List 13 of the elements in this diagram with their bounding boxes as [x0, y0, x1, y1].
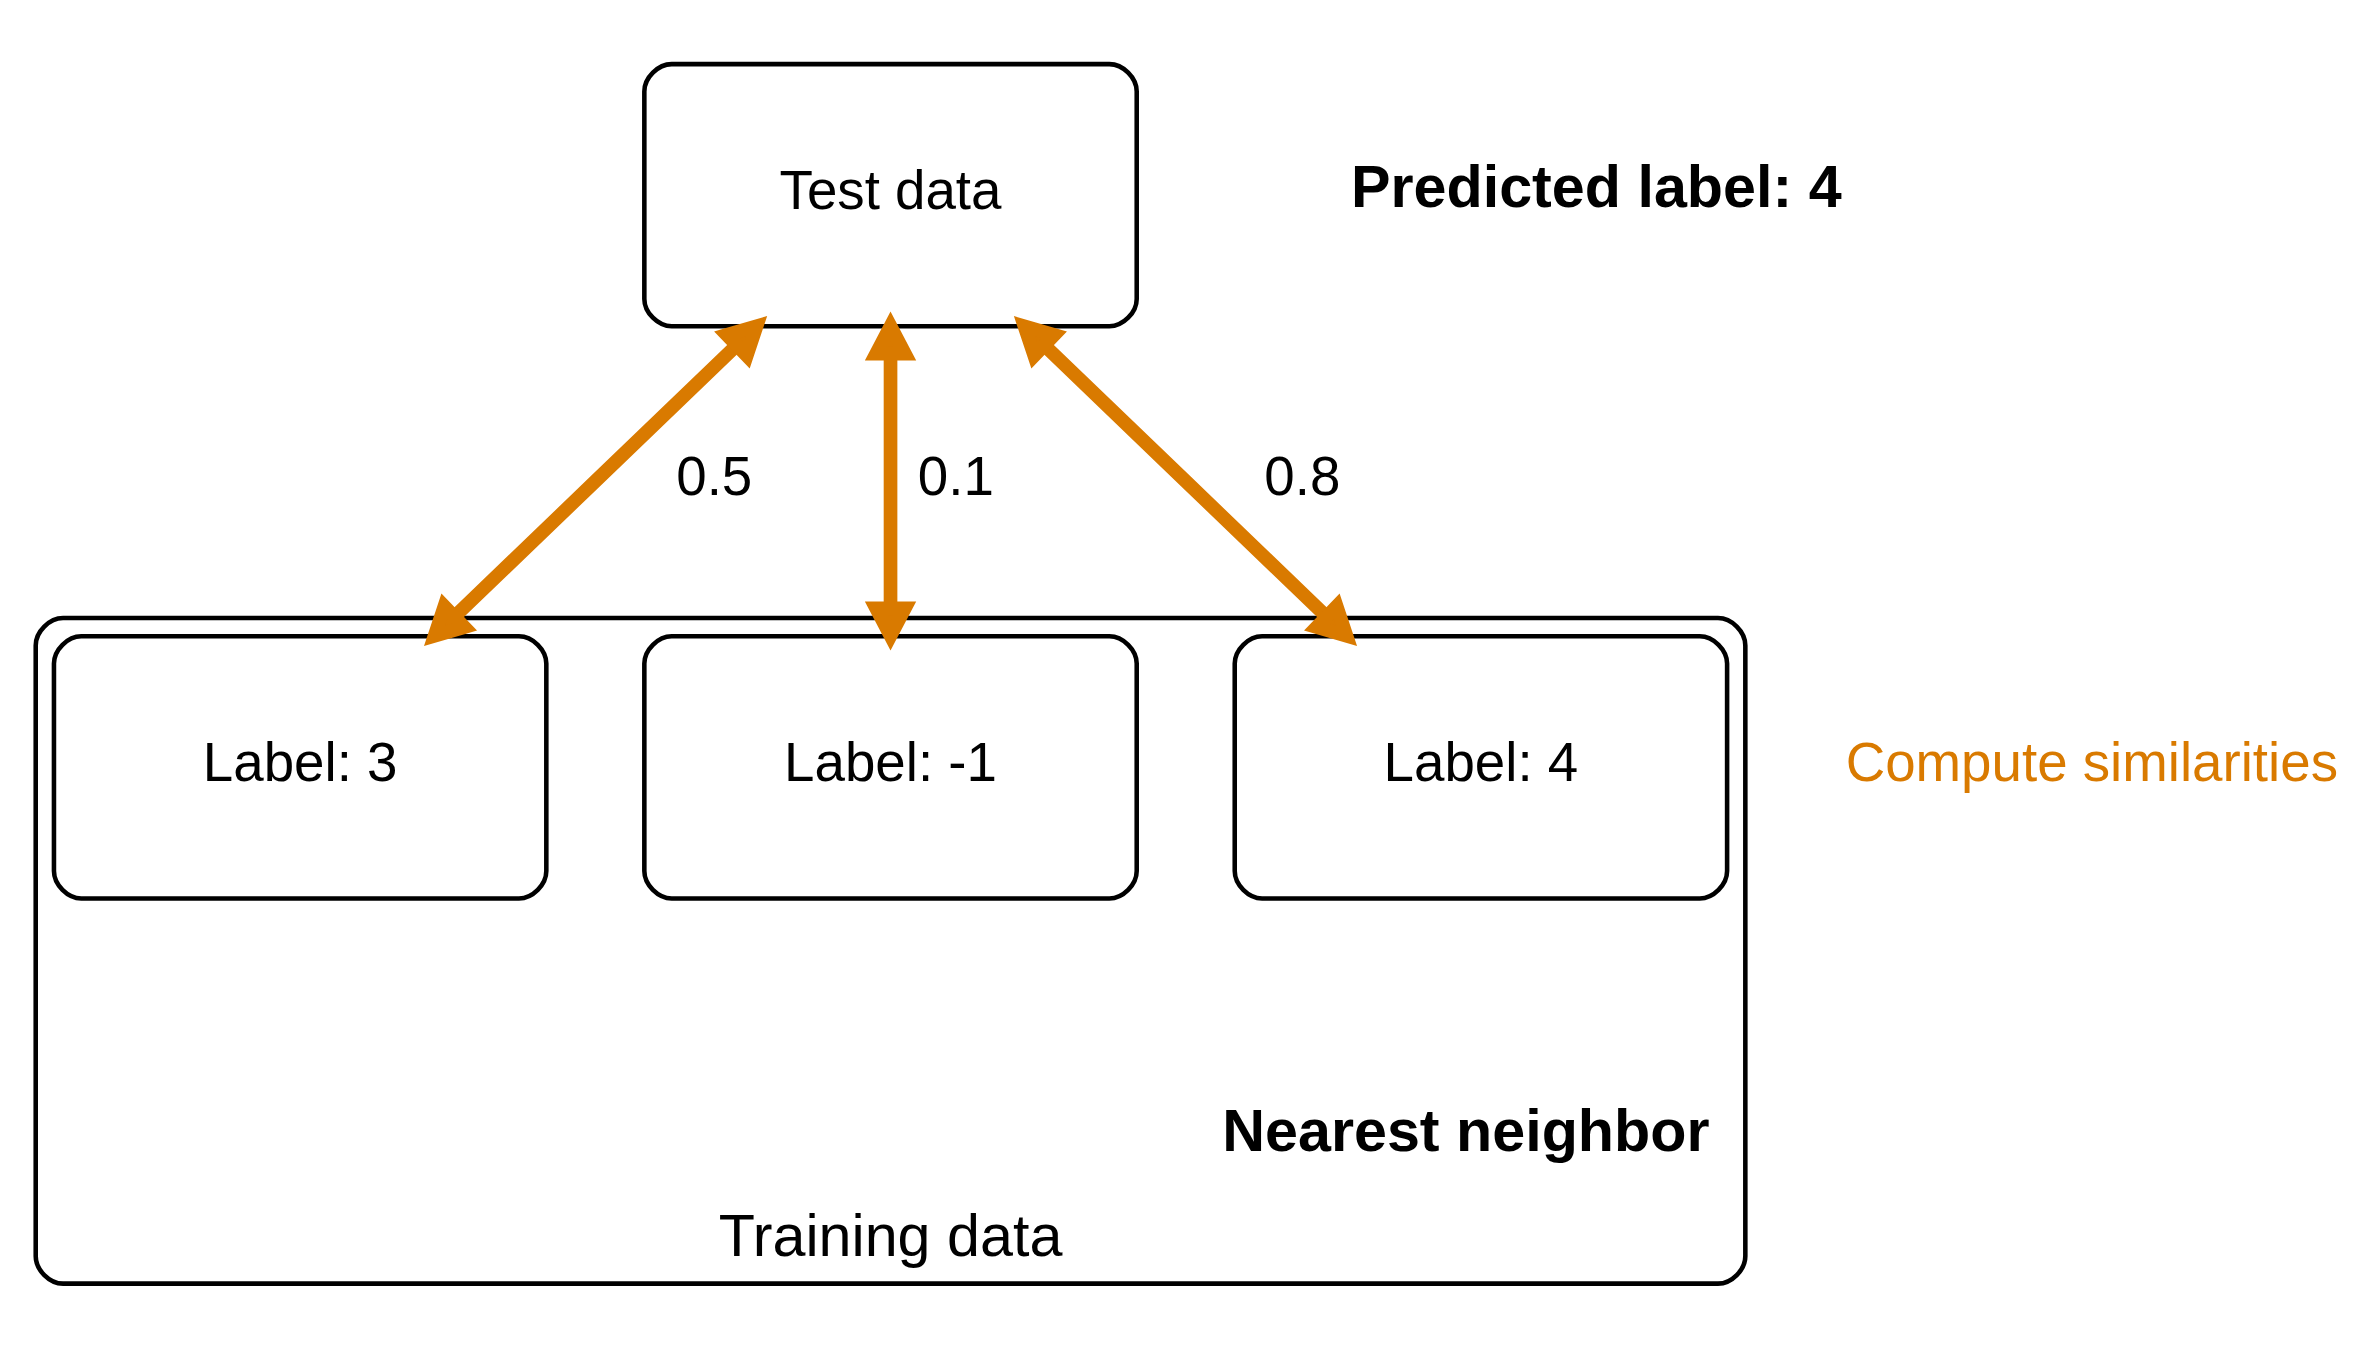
node-box: Test data [642, 61, 1139, 329]
node-box: Label: 4 [1232, 633, 1730, 901]
node-label: Nearest neighbor [1222, 1096, 1710, 1164]
edge-label: 0.1 [917, 444, 994, 507]
arrow [1013, 315, 1358, 646]
label: Compute similarities [1845, 730, 2338, 793]
node-box: Label: -1 [642, 633, 1139, 901]
edge-label: 0.5 [676, 444, 753, 507]
arrow [424, 315, 768, 646]
arrow [864, 311, 917, 650]
node-box: Label: 3 [51, 633, 549, 901]
edge-label: 0.8 [1264, 444, 1341, 507]
node-label: Predicted label: 4 [1350, 152, 1842, 220]
